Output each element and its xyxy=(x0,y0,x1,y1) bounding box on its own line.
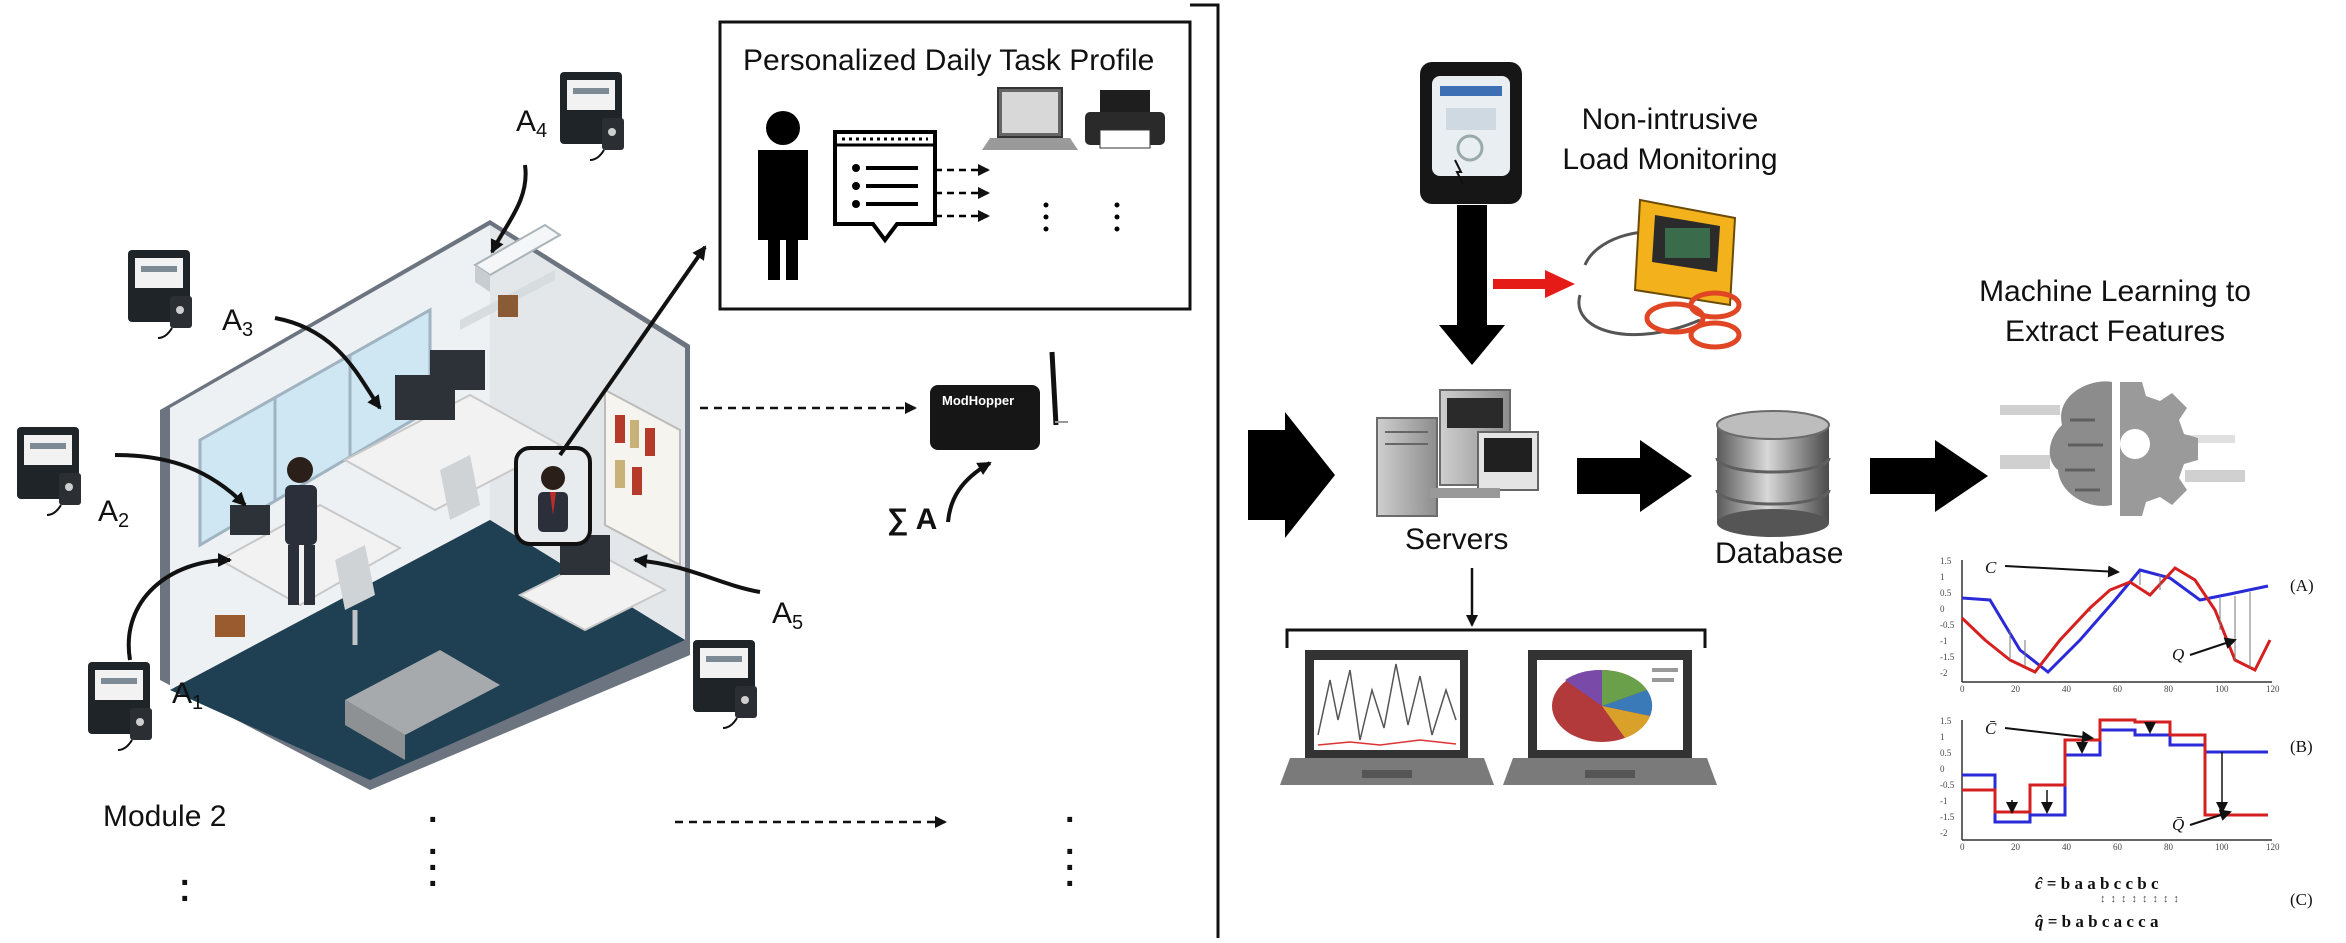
tick-label: -2 xyxy=(1940,828,1948,838)
section-divider xyxy=(1190,3,1220,938)
module-label: Module 2 xyxy=(103,800,227,833)
plot-c-tag: (C) xyxy=(2290,890,2313,909)
nilm-label: Non-intrusive Load Monitoring xyxy=(1562,103,1778,176)
tick-label: 1.5 xyxy=(1940,716,1952,726)
tick-label: 0.5 xyxy=(1940,588,1952,598)
modhopper-gateway xyxy=(700,351,1068,523)
tick-label: 60 xyxy=(2113,684,2122,694)
gateway-brand: ModHopper xyxy=(942,393,1015,408)
tick-label: 120 xyxy=(2266,842,2280,852)
profile-box xyxy=(718,20,1192,311)
servers-to-database-arrow xyxy=(1577,440,1692,512)
tick-label: 0 xyxy=(1960,684,1965,694)
vertical-ellipsis-1: ·· xyxy=(180,864,192,918)
smart-meter-a5 xyxy=(693,640,757,729)
sequence-q: q̂ = b a b c a c c a xyxy=(2035,912,2159,931)
plot-a-tag: (A) xyxy=(2290,576,2314,595)
tick-label: 100 xyxy=(2215,842,2229,852)
tick-label: 0 xyxy=(1940,764,1945,774)
office-room xyxy=(160,220,690,790)
tick-label: 1 xyxy=(1940,572,1945,582)
plot-a xyxy=(1960,560,2272,683)
smart-meter-a1 xyxy=(88,662,152,751)
tick-label: 20 xyxy=(2011,842,2020,852)
tick-label: 1.5 xyxy=(1940,556,1952,566)
plot-b xyxy=(1961,718,2272,841)
laptop-chart-2 xyxy=(1503,650,1717,785)
profile-title: Personalized Daily Task Profile xyxy=(743,44,1155,77)
tick-label: 40 xyxy=(2062,842,2071,852)
meter-a4-label: A4 xyxy=(516,105,548,142)
tick-label: -1.5 xyxy=(1940,652,1955,662)
tick-label: 100 xyxy=(2215,684,2229,694)
plot-b-q-label: Q̄ xyxy=(2172,815,2185,834)
tick-label: 1 xyxy=(1940,732,1945,742)
plot-a-q-label: Q xyxy=(2172,645,2185,664)
tick-label: 80 xyxy=(2164,684,2173,694)
meter-connection-arrows xyxy=(114,164,761,661)
ml-brain-gear-icon xyxy=(2000,381,2245,516)
tick-label: 0 xyxy=(1940,604,1945,614)
ml-label: Machine Learning to Extract Features xyxy=(1979,275,2251,348)
big-input-arrow xyxy=(1248,412,1335,538)
smart-meter-a3 xyxy=(128,250,192,339)
database-to-ml-arrow xyxy=(1870,440,1988,512)
sequence-c: ĉ = b a a b c c b c xyxy=(2035,874,2159,893)
plot-b-tag: (B) xyxy=(2290,737,2313,756)
laptops-bracket xyxy=(1285,628,1707,648)
tick-label: -1 xyxy=(1940,796,1948,806)
database-icon xyxy=(1715,410,1831,537)
plot-b-c-label: C̄ xyxy=(1985,719,1997,738)
aggregate-label: ∑ A xyxy=(887,503,938,536)
smart-meter-a4 xyxy=(560,72,624,161)
tick-label: 0.5 xyxy=(1940,748,1952,758)
sequence-links: ↕↕↕↕↕↕↕↕ xyxy=(2100,893,2184,905)
tick-label: -1 xyxy=(1940,636,1948,646)
database-label: Database xyxy=(1715,537,1844,570)
tick-label: 120 xyxy=(2266,684,2280,694)
tick-label: -1.5 xyxy=(1940,812,1955,822)
tick-label: 20 xyxy=(2011,684,2020,694)
servers-icon xyxy=(1376,389,1539,517)
tick-label: -2 xyxy=(1940,668,1948,678)
tick-label: 40 xyxy=(2062,684,2071,694)
tick-label: 80 xyxy=(2164,842,2173,852)
vertical-ellipsis-3: ···· xyxy=(1065,801,1077,903)
tick-label: -0.5 xyxy=(1940,780,1955,790)
meter-a5-label: A5 xyxy=(772,597,804,634)
nilm-red-arrow xyxy=(1493,270,1575,298)
plot-a-c-label: C xyxy=(1985,558,1997,577)
smart-meter-a2 xyxy=(17,427,81,516)
tick-label: 60 xyxy=(2113,842,2122,852)
servers-label: Servers xyxy=(1405,523,1509,556)
tick-label: -0.5 xyxy=(1940,620,1955,630)
meter-to-servers-arrow xyxy=(1439,205,1505,365)
tick-label: 0 xyxy=(1960,842,1965,852)
laptop-chart-1 xyxy=(1280,650,1494,785)
vertical-ellipsis-2: ···· xyxy=(428,801,440,903)
nilm-device xyxy=(1577,198,1742,350)
electric-meter xyxy=(1420,62,1522,204)
meter-a2-label: A2 xyxy=(98,495,130,532)
meter-a1-label: A1 xyxy=(172,677,204,714)
meter-a3-label: A3 xyxy=(222,304,254,341)
